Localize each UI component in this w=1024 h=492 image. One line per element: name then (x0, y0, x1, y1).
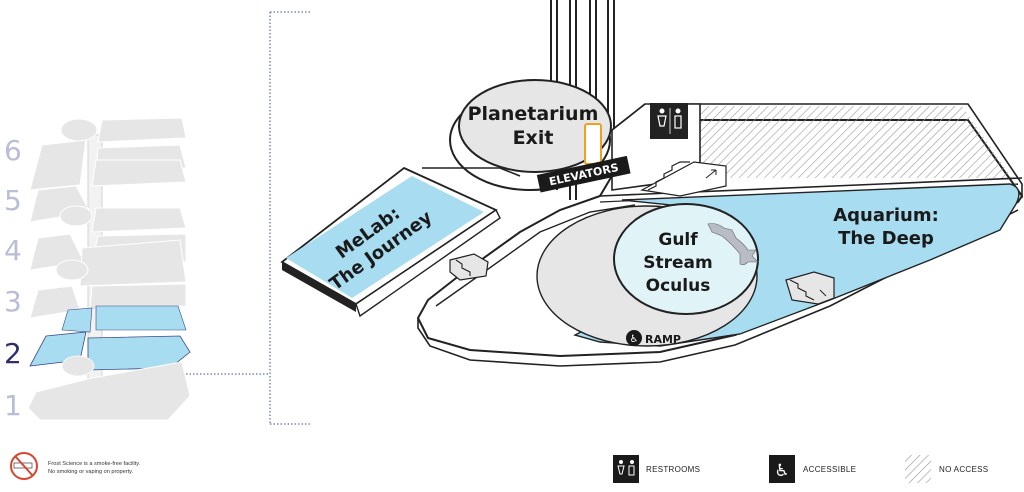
melab-area[interactable]: MeLab: The Journey (280, 166, 501, 318)
oculus-label-line1: Gulf (658, 230, 698, 250)
legend-accessible-label: ACCESSIBLE (803, 465, 856, 474)
no-access-area (599, 103, 1023, 203)
oculus-label-line3: Oculus (646, 276, 711, 296)
no-access-hatch (905, 455, 931, 483)
restroom-icon (613, 455, 639, 483)
floor-4-plate[interactable] (29, 233, 187, 287)
shark-icon (707, 223, 759, 265)
legend-no-access-label: NO ACCESS (939, 465, 988, 474)
floor-1-plate[interactable] (27, 361, 191, 421)
smoke-free-line1: Frost Science is a smoke-free facility. (48, 461, 141, 467)
legend: RESTROOMS ♿ ACCESSIBLE NO ACCESS (613, 455, 988, 483)
restroom-map-marker[interactable] (650, 103, 688, 139)
oculus-label-line2: Stream (643, 253, 712, 273)
stairs-icon-melab[interactable] (449, 253, 489, 281)
stairs-icon-aquarium[interactable] (785, 271, 835, 305)
smoke-free-line2: No smoking or vaping on property. (48, 469, 134, 475)
elevator-door[interactable] (584, 123, 602, 165)
legend-restrooms-label: RESTROOMS (646, 465, 700, 474)
floor-connector (186, 11, 310, 425)
smoke-free-notice: Frost Science is a smoke-free facility. … (10, 452, 141, 480)
floor-3-label[interactable]: 3 (4, 285, 22, 318)
floor-3-plate[interactable] (29, 283, 187, 333)
floor-2-plate[interactable] (29, 331, 191, 377)
floor-5-plate[interactable] (29, 159, 187, 233)
floor-4-label[interactable]: 4 (4, 234, 22, 267)
planetarium-exit[interactable]: Planetarium Exit (449, 79, 612, 191)
accessible-icon (769, 455, 795, 483)
stairs-icon-upper[interactable] (640, 161, 727, 197)
floor-5-label[interactable]: 5 (4, 184, 22, 217)
ramp-accessible-icon: ♿ (630, 334, 639, 345)
floor-6-label[interactable]: 6 (4, 134, 22, 167)
legend-accessible: ♿ ACCESSIBLE (769, 455, 856, 483)
ramp-label: RAMP (645, 333, 681, 346)
ramp-marker[interactable]: ♿ RAMP (626, 330, 681, 346)
planetarium-exit-label-line2: Exit (513, 127, 554, 149)
floor-stack: 6 5 4 3 2 1 (4, 117, 191, 422)
floor-2-label[interactable]: 2 (4, 337, 22, 370)
svg-text:♿: ♿ (774, 461, 789, 481)
gulf-stream-oculus[interactable]: Gulf Stream Oculus (536, 203, 759, 347)
aquarium-label-line2: The Deep (838, 228, 934, 249)
aquarium-label-line1: Aquarium: (833, 205, 939, 226)
legend-restrooms: RESTROOMS (613, 455, 700, 483)
legend-no-access: NO ACCESS (905, 455, 988, 483)
floor-plan: Planetarium Exit ELEVATORS MeLab: The Jo… (280, 0, 1024, 367)
floor-1-label[interactable]: 1 (4, 389, 22, 422)
planetarium-exit-label-line1: Planetarium (468, 103, 599, 125)
